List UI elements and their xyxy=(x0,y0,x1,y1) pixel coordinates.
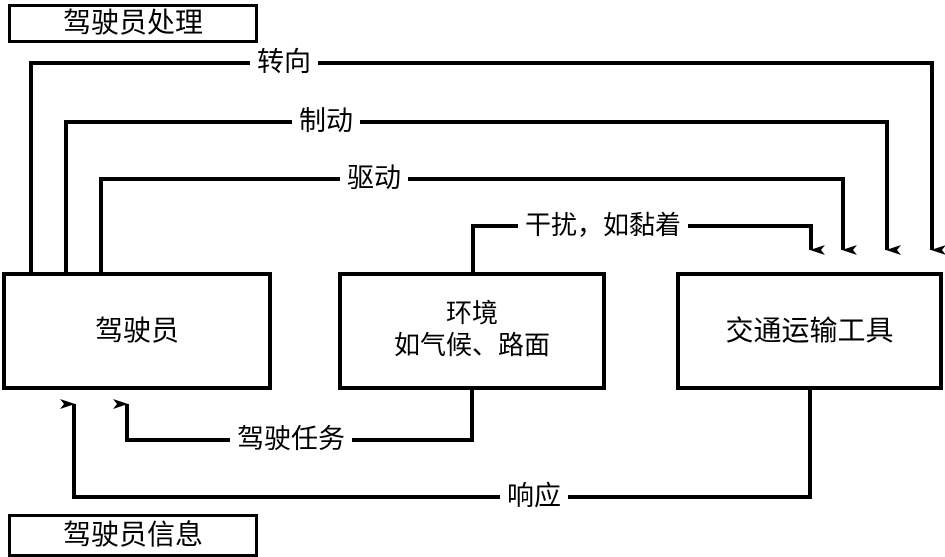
wire-steering xyxy=(29,61,945,272)
edge-label-driving-task: 驾驶任务 xyxy=(230,426,352,453)
footer-box: 驾驶员信息 xyxy=(8,514,258,557)
edge-label-disturbance: 干扰，如黏着 xyxy=(518,213,689,239)
node-environment-label: 环境 xyxy=(445,299,498,330)
edge-label-response: 响应 xyxy=(500,483,568,510)
node-vehicle-label: 交通运输工具 xyxy=(725,313,894,347)
edge-label-driving: 驱动 xyxy=(340,165,408,192)
wire-driving xyxy=(99,177,857,272)
wire-response xyxy=(60,390,812,499)
edge-label-braking: 制动 xyxy=(292,108,360,135)
wire-braking xyxy=(64,120,901,272)
node-driver-label: 驾驶员 xyxy=(94,313,179,347)
node-environment: 环境 如气候、路面 xyxy=(338,272,606,390)
title-box-label: 驾驶员处理 xyxy=(62,6,203,40)
node-driver: 驾驶员 xyxy=(2,272,272,390)
node-vehicle: 交通运输工具 xyxy=(676,272,943,390)
edge-label-steering: 转向 xyxy=(250,49,318,76)
footer-box-label: 驾驶员信息 xyxy=(62,518,203,552)
node-environment-sublabel: 如气候、路面 xyxy=(393,331,550,361)
title-box: 驾驶员处理 xyxy=(8,4,258,43)
